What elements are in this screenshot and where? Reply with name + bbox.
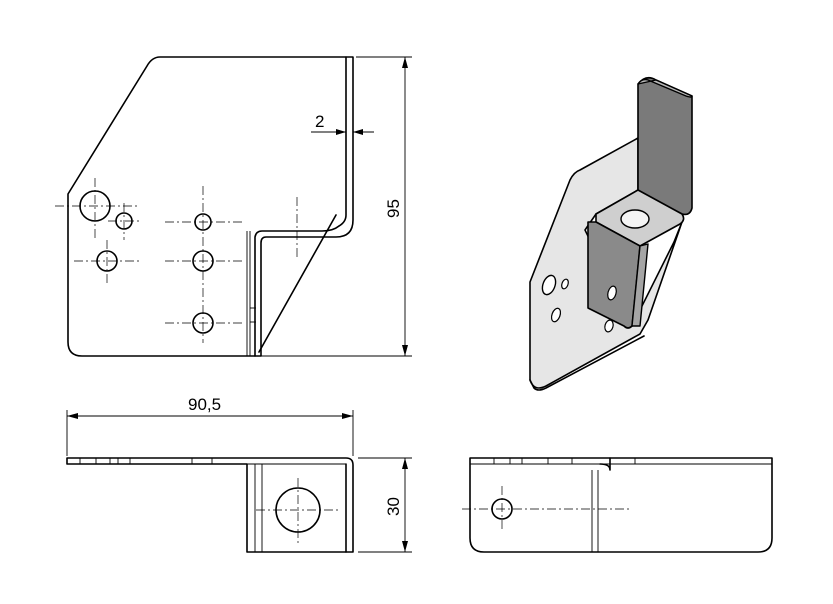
top-view: 90,5 30 [66,395,412,553]
iso-flange-hole-2 [604,319,614,333]
iso-lower-flange-side [631,243,649,327]
iso-hole-lower [550,307,562,323]
front-view-flange-edge [254,56,354,357]
side-view [462,457,773,553]
side-view-outline [469,457,773,553]
isometric-view [529,76,693,391]
height-dimension: 95 [258,56,412,357]
width-dimension-label: 90,5 [188,395,221,414]
width-dimension: 90,5 [66,395,354,456]
top-view-ticks [79,458,213,464]
iso-hole-large [541,274,557,296]
iso-upper-flange-edge [637,78,693,98]
depth-dimension: 30 [358,457,412,553]
iso-hole-small [561,278,569,290]
iso-flange-hole [607,285,617,301]
thickness-dimension: 2 [311,112,374,135]
iso-plate-thickness [529,335,645,391]
front-view-center-lines [55,178,298,343]
front-view-outline [67,56,347,357]
front-view-diagonal-edge [258,214,337,353]
depth-dimension-label: 30 [384,497,403,516]
iso-shelf-hole [620,209,650,229]
front-view: 2 95 [55,56,412,357]
side-view-flange [599,457,611,471]
side-view-ticks [493,458,636,464]
top-view-plate [66,457,354,553]
thickness-dimension-label: 2 [315,112,324,131]
height-dimension-label: 95 [384,199,403,218]
